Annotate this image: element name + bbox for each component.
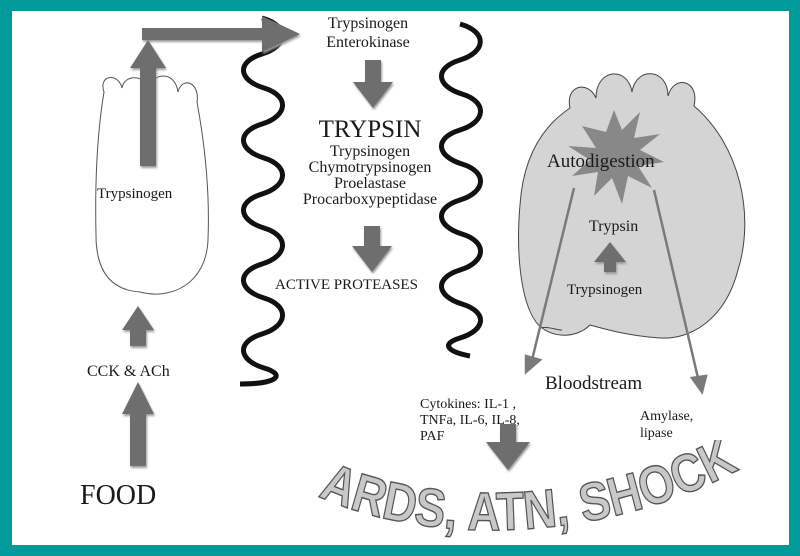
trypsin-down-arrow-1-icon — [353, 60, 393, 108]
to-amylase-arrowhead-icon — [692, 376, 706, 392]
zymogen-item: Procarboxypeptidase — [303, 192, 437, 208]
gland-trypsinogen-label: Trypsinogen — [567, 283, 642, 298]
gut-wall-spiral-left-icon — [240, 18, 283, 384]
to-cytokines-arrowhead-icon — [526, 356, 540, 372]
outcome-text: ARDS, ATN, SHOCK — [313, 440, 745, 540]
cytokine-line: TNFa, IL-6, IL-8, — [420, 413, 520, 429]
top-trypsinogen-label: Trypsinogen — [328, 16, 408, 32]
amylase-lipase-label: Amylase, lipase — [640, 408, 693, 442]
trypsin-heading: TRYPSIN — [319, 117, 422, 142]
food-up-arrow-icon — [122, 382, 154, 466]
cytokine-line: Cytokines: IL-1 , — [420, 397, 520, 413]
gland-trypsin-label: Trypsin — [589, 219, 638, 235]
cytokines-label: Cytokines: IL-1 , TNFa, IL-6, IL-8, PAF — [420, 397, 520, 445]
zymogen-item: Trypsinogen — [303, 144, 437, 160]
food-label: FOOD — [80, 482, 156, 510]
outcome-wordart: ARDS, ATN, SHOCK — [312, 440, 762, 540]
zymogen-item: Chymotrypsinogen — [303, 160, 437, 176]
active-proteases-label: ACTIVE PROTEASES — [275, 278, 418, 293]
zymogen-item: Proelastase — [303, 176, 437, 192]
acinar-trypsinogen-label: Trypsinogen — [97, 187, 172, 202]
cck-ach-label: CCK & ACh — [87, 364, 170, 380]
bloodstream-label: Bloodstream — [545, 374, 642, 393]
autodigestion-label: Autodigestion — [547, 152, 655, 171]
zymogen-list: Trypsinogen Chymotrypsinogen Proelastase… — [303, 144, 437, 208]
enzyme-line: Amylase, — [640, 408, 693, 425]
cck-up-arrow-icon — [122, 306, 154, 346]
enterokinase-label: Enterokinase — [326, 35, 410, 51]
pancreas-gland-icon — [519, 74, 745, 338]
cell-up-arrow-icon — [130, 40, 166, 166]
trypsin-down-arrow-2-icon — [352, 226, 392, 272]
gut-wall-spiral-right-icon — [441, 24, 480, 356]
